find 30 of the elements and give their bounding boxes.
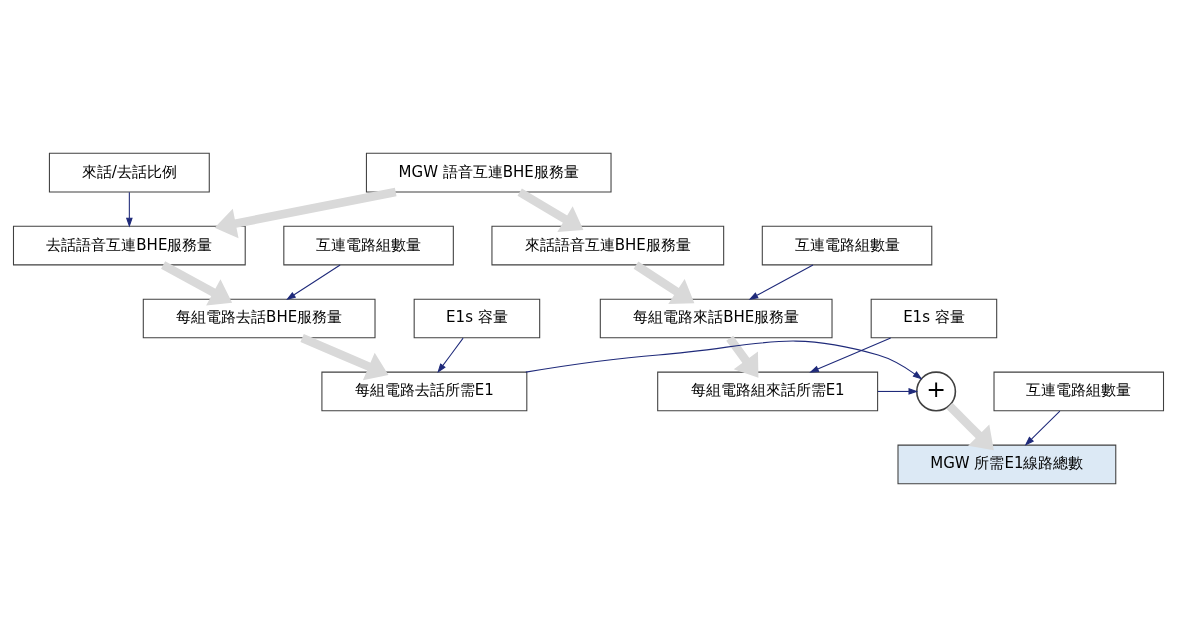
node-box: 每組電路去話所需E1 [321, 371, 528, 412]
arrow [809, 337, 892, 373]
arrow [517, 188, 584, 232]
arrow [214, 187, 397, 239]
node-box: 互連電路組數量 [283, 225, 454, 266]
arrow [877, 388, 919, 395]
node-box: 每組電路去話BHE服務量 [142, 298, 376, 339]
arrow [946, 402, 994, 451]
arrow [286, 264, 341, 300]
arrow [437, 337, 464, 373]
arrow [161, 261, 233, 306]
node-box: 每組電路組來話所需E1 [657, 371, 879, 412]
node-box: MGW 語音互連BHE服務量 [365, 152, 612, 193]
arrow [125, 191, 133, 228]
node-box: MGW 所需E1線路總數 [897, 444, 1117, 485]
arrow [1024, 410, 1061, 446]
node-box: 互連電路組數量 [761, 225, 933, 266]
arrow [525, 340, 923, 380]
node-box: 互連電路組數量 [993, 371, 1165, 412]
node-box: 來話/去話比例 [48, 152, 210, 193]
arrow [633, 261, 695, 305]
node-box: E1s 容量 [870, 298, 998, 339]
arrow [748, 264, 814, 300]
node-box: 每組電路來話BHE服務量 [599, 298, 833, 339]
arrow [726, 335, 759, 378]
node-circle: + [915, 371, 957, 412]
arrow [300, 334, 389, 381]
node-box: E1s 容量 [413, 298, 541, 339]
node-box: 來話語音互連BHE服務量 [491, 225, 725, 266]
node-box: 去話語音互連BHE服務量 [12, 225, 246, 266]
